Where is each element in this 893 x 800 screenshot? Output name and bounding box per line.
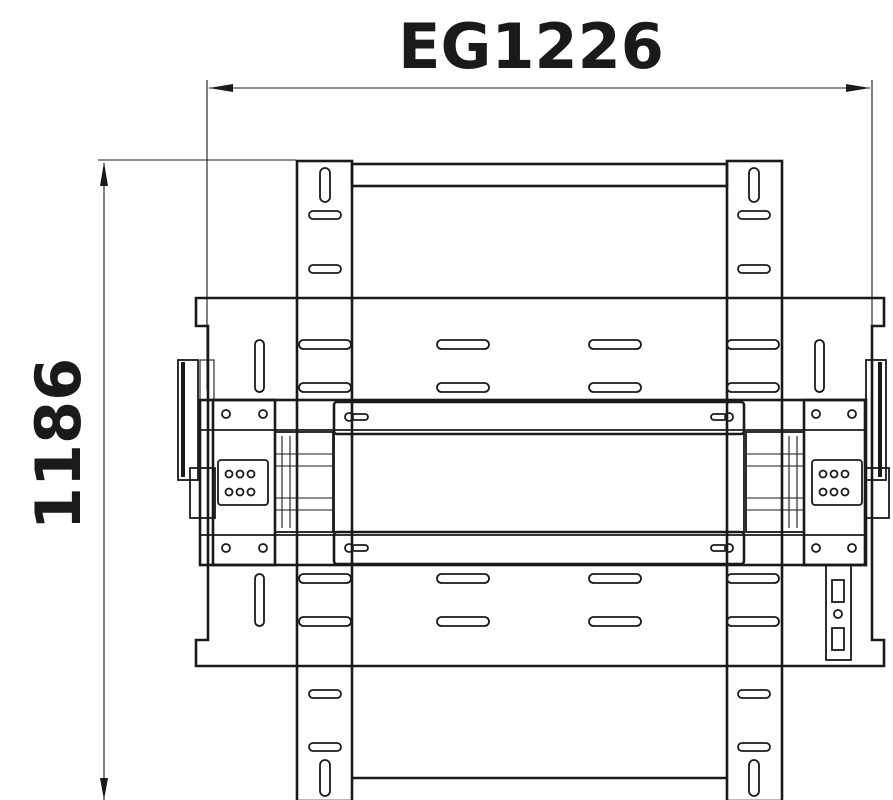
arrowhead-top	[100, 162, 108, 186]
wall-plate	[194, 296, 886, 668]
vertical-rail-right	[725, 159, 784, 800]
plate-slots-lower	[254, 573, 780, 627]
vertical-rail-left	[295, 159, 354, 800]
arrowhead-bottom	[100, 778, 108, 800]
height-label: 1186	[22, 358, 95, 531]
height-dimension	[98, 159, 296, 800]
right-bracket	[745, 359, 890, 661]
top-crossbar	[350, 162, 729, 188]
width-dimension	[206, 80, 873, 390]
left-bracket	[177, 359, 334, 567]
plate-slots-upper	[254, 339, 825, 393]
model-label: EG1226	[398, 10, 664, 83]
rail-slots-top	[308, 167, 771, 274]
arrowhead-right	[846, 84, 870, 92]
arrowhead-left	[209, 84, 233, 92]
center-frame	[198, 398, 867, 567]
bar-keyholes	[344, 412, 734, 553]
rail-slots-bottom	[308, 689, 771, 797]
